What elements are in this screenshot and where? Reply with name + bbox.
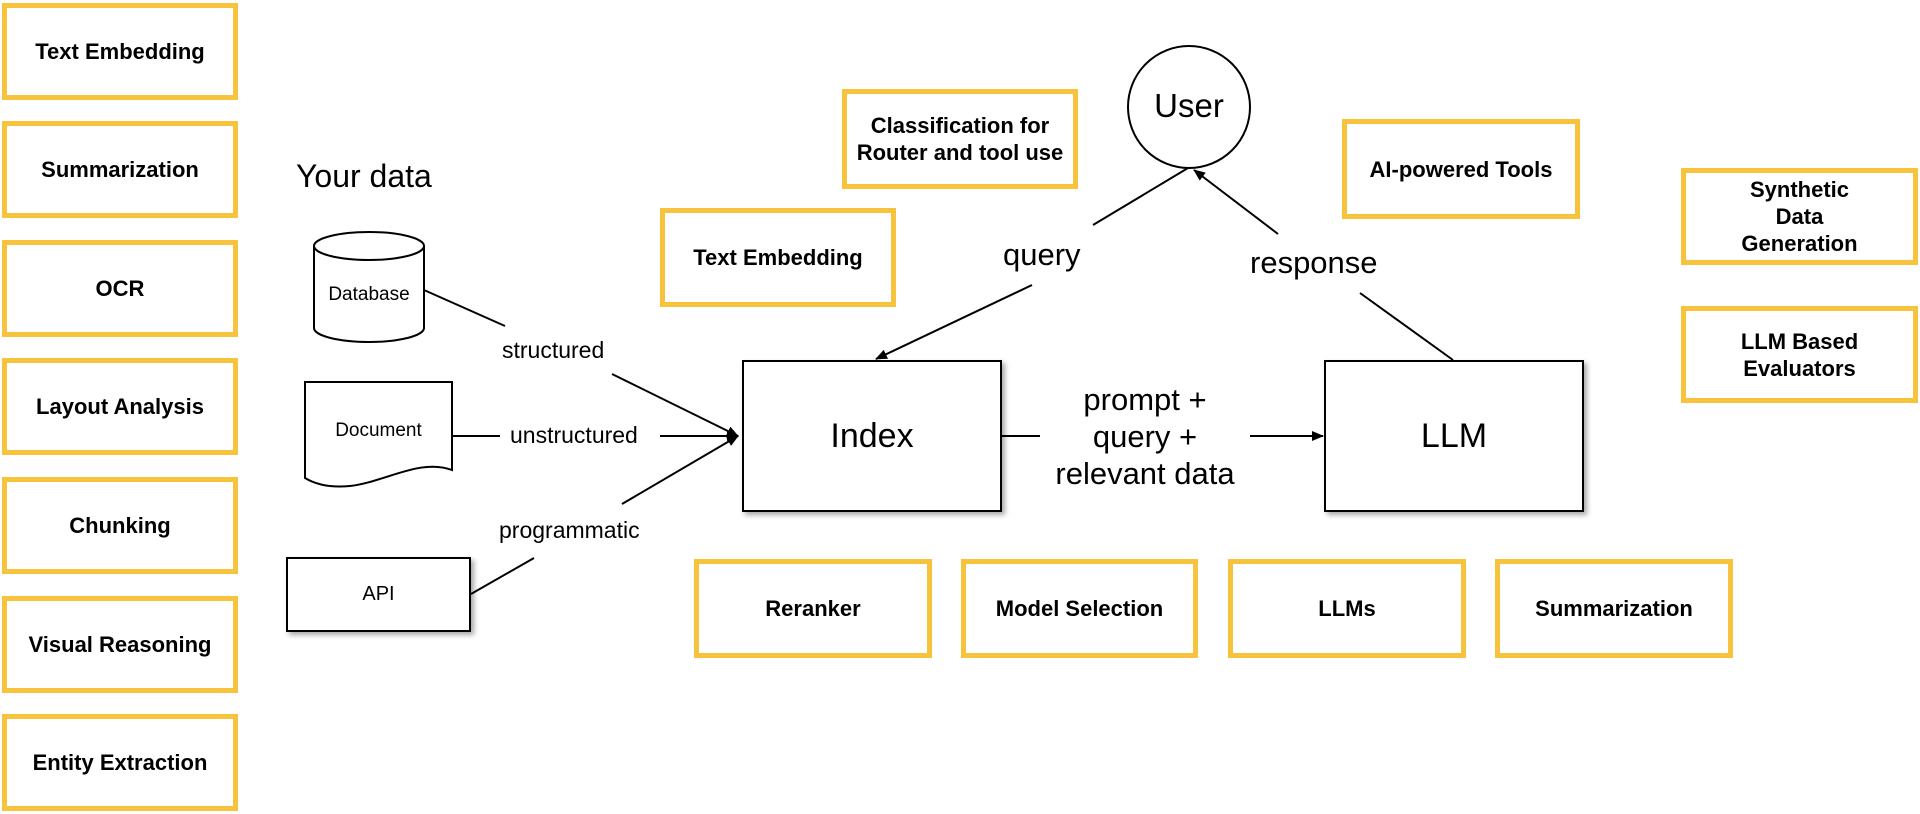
- left-box-entity-extraction: Entity Extraction: [2, 714, 238, 811]
- database-label: Database: [328, 284, 410, 305]
- top-text-embedding-box: Text Embedding: [660, 208, 896, 307]
- database-cylinder: [313, 231, 425, 343]
- prompt-label-line-2: query +: [1092, 419, 1198, 454]
- prompt-label-line-3: relevant data: [1055, 456, 1235, 491]
- programmatic-line-a: [470, 557, 535, 595]
- llms-box: LLMs: [1228, 559, 1466, 658]
- response-line-b: [1193, 169, 1279, 235]
- left-box-summarization: Summarization: [2, 121, 238, 218]
- your-data-title: Your data: [296, 158, 432, 194]
- left-box-visual-reasoning: Visual Reasoning: [2, 596, 238, 693]
- api-label: API: [362, 583, 395, 605]
- right-box-synthetic-data: Synthetic Data Generation: [1681, 168, 1918, 265]
- left-box-ocr: OCR: [2, 240, 238, 337]
- query-line-a: [1092, 167, 1189, 226]
- left-box-chunking: Chunking: [2, 477, 238, 574]
- document-label: Document: [335, 420, 422, 441]
- classification-box: Classification for Router and tool use: [842, 89, 1078, 189]
- ai-tools-box: AI-powered Tools: [1342, 119, 1580, 219]
- unstructured-label: unstructured: [510, 422, 638, 449]
- left-box-layout-analysis: Layout Analysis: [2, 358, 238, 455]
- prompt-label: prompt + query + relevant data: [1040, 381, 1250, 492]
- reranker-box: Reranker: [694, 559, 932, 658]
- left-box-text-embedding: Text Embedding: [2, 3, 238, 100]
- index-node-label: Index: [830, 416, 914, 455]
- model-selection-box: Model Selection: [961, 559, 1198, 658]
- llm-node-label: LLM: [1420, 416, 1488, 455]
- llm-node: LLM: [1324, 360, 1584, 512]
- structured-label: structured: [502, 337, 605, 364]
- user-node-circle: [1127, 45, 1251, 169]
- query-label: query: [1003, 237, 1081, 273]
- response-line-a: [1359, 292, 1454, 361]
- api-box: API: [286, 557, 471, 632]
- right-box-llm-evaluators: LLM Based Evaluators: [1681, 306, 1918, 403]
- structured-line-b: [611, 373, 739, 437]
- index-node: Index: [742, 360, 1002, 512]
- programmatic-label: programmatic: [499, 517, 640, 544]
- document-shape: [304, 381, 453, 488]
- query-line-b: [875, 284, 1033, 360]
- structured-line-a: [423, 289, 506, 327]
- response-label: response: [1250, 245, 1378, 281]
- user-node-label: User: [1154, 87, 1224, 124]
- programmatic-line-b: [621, 435, 739, 505]
- bottom-summarization-box: Summarization: [1495, 559, 1733, 658]
- prompt-label-line-1: prompt +: [1083, 382, 1207, 417]
